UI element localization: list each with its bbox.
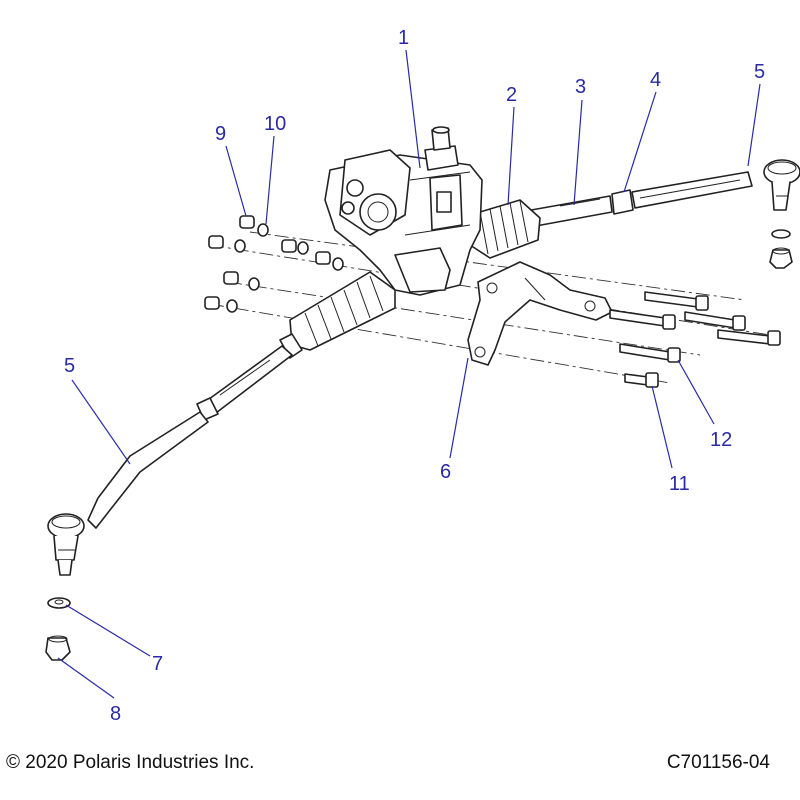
callout-6: 6 [440, 461, 451, 483]
callout-7: 7 [152, 653, 163, 675]
copyright-notice: © 2020 Polaris Industries Inc. [6, 752, 255, 773]
callout-labels: 1 2 3 4 5 5 6 7 8 9 10 11 12 [64, 27, 765, 725]
leader-lines [57, 49, 761, 699]
callout-5-right: 5 [754, 61, 765, 83]
callout-3: 3 [575, 76, 586, 98]
drawing-number: C701156-04 [666, 752, 770, 773]
callout-11: 11 [669, 473, 690, 495]
nuts-washers-set [204, 215, 344, 313]
callout-5-left: 5 [64, 355, 75, 377]
right-tie-rod-end [763, 159, 800, 211]
steering-gear-housing [324, 126, 483, 296]
left-tie-rod-end [47, 513, 85, 576]
callout-12: 12 [710, 429, 732, 451]
right-washer-nut [769, 229, 793, 269]
left-washer-nut [45, 597, 71, 661]
right-boot [469, 199, 541, 259]
callout-9: 9 [215, 123, 226, 145]
left-tie-rod [87, 333, 303, 529]
mounting-bracket [467, 261, 613, 366]
right-tie-rod [519, 171, 753, 229]
bolts-set [609, 291, 781, 388]
callout-10: 10 [264, 113, 286, 135]
callout-2: 2 [506, 84, 517, 106]
callout-4: 4 [650, 69, 661, 91]
left-boot [289, 271, 396, 351]
callout-8: 8 [110, 703, 121, 725]
callout-1: 1 [398, 27, 409, 49]
